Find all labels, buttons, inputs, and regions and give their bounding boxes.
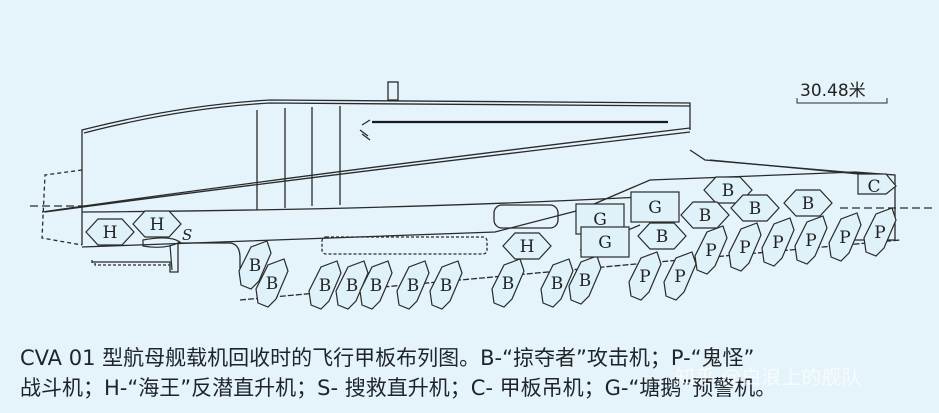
aircraft-outline bbox=[761, 217, 795, 267]
aircraft-c: C bbox=[857, 173, 897, 197]
aircraft-outline bbox=[491, 258, 525, 308]
aircraft-label: P bbox=[739, 238, 750, 258]
aircraft-outline bbox=[255, 258, 289, 308]
rescue-helicopter-label: S bbox=[182, 226, 192, 244]
aircraft-outline bbox=[863, 207, 897, 257]
aircraft-label: P bbox=[639, 267, 650, 287]
aircraft-h: H bbox=[132, 210, 182, 238]
aircraft-outline bbox=[132, 210, 182, 238]
aircraft-label: B bbox=[319, 276, 332, 296]
aircraft-b: B bbox=[308, 260, 342, 310]
aircraft-g: G bbox=[580, 226, 630, 258]
aircraft-label: B bbox=[370, 276, 383, 296]
aircraft-outline bbox=[828, 212, 862, 262]
aircraft-b: B bbox=[255, 258, 289, 308]
aircraft-p: P bbox=[828, 212, 862, 262]
aircraft-b: B bbox=[429, 260, 463, 310]
aircraft-outline bbox=[694, 225, 728, 275]
aircraft-p: P bbox=[628, 251, 662, 301]
aircraft-p: P bbox=[794, 215, 828, 265]
aircraft-b: B bbox=[730, 194, 780, 222]
caption-line-2: 战斗机；H-“海王”反潜直升机；S- 搜救直升机；C- 甲板吊机；G-“塘鹅”预… bbox=[20, 376, 777, 400]
aircraft-label: B bbox=[656, 227, 669, 247]
aircraft-b: B bbox=[568, 255, 602, 305]
aircraft-outline bbox=[630, 191, 680, 223]
aircraft-outline bbox=[580, 226, 630, 258]
aircraft-b: B bbox=[491, 258, 525, 308]
aircraft-h: H bbox=[85, 218, 135, 246]
aircraft-outline bbox=[396, 260, 430, 310]
scale-bar-label: 30.48米 bbox=[800, 81, 866, 101]
aircraft-label: C bbox=[867, 177, 880, 197]
aircraft-label: H bbox=[520, 237, 535, 257]
aircraft-outline bbox=[540, 258, 574, 308]
aircraft-outline bbox=[680, 201, 730, 229]
aircraft-b: B bbox=[396, 260, 430, 310]
aircraft-outline bbox=[728, 222, 762, 272]
aircraft-outline bbox=[637, 222, 687, 250]
aircraft-p: P bbox=[694, 225, 728, 275]
aircraft-outline bbox=[794, 215, 828, 265]
aircraft-outline bbox=[238, 240, 272, 290]
aircraft-outline bbox=[359, 260, 393, 310]
caption-line-1: CVA 01 型航母舰载机回收时的飞行甲板布列图。B-“掠夺者”攻击机；P-“鬼… bbox=[20, 346, 755, 370]
aircraft-label: B bbox=[722, 181, 735, 201]
aircraft-label: B bbox=[502, 274, 515, 294]
aircraft-outline bbox=[663, 251, 697, 301]
aircraft-label: H bbox=[103, 223, 118, 243]
aircraft-label: P bbox=[839, 228, 850, 248]
aircraft-outline bbox=[429, 260, 463, 310]
aircraft-label: B bbox=[346, 276, 359, 296]
aircraft-label: B bbox=[579, 271, 592, 291]
aircraft-b: B bbox=[359, 260, 393, 310]
aircraft-label: B bbox=[699, 206, 712, 226]
aircraft-h: H bbox=[502, 232, 552, 260]
aircraft-label: P bbox=[772, 233, 783, 253]
aircraft-label: B bbox=[749, 199, 762, 219]
aircraft-outline bbox=[730, 194, 780, 222]
aircraft-p: P bbox=[728, 222, 762, 272]
aircraft-outline bbox=[568, 255, 602, 305]
aircraft-b: B bbox=[783, 189, 833, 217]
aircraft-b: B bbox=[637, 222, 687, 250]
aircraft-label: P bbox=[674, 267, 685, 287]
aircraft-p: P bbox=[761, 217, 795, 267]
rescue-helicopter bbox=[142, 237, 182, 271]
aircraft-label: B bbox=[551, 274, 564, 294]
aircraft-outline bbox=[502, 232, 552, 260]
aircraft-p: P bbox=[663, 251, 697, 301]
aircraft-outline bbox=[857, 173, 897, 195]
watermark: 知乎 @白浪上的舰队 bbox=[675, 365, 862, 389]
aircraft-label: B bbox=[407, 276, 420, 296]
aircraft-b: B bbox=[335, 260, 369, 310]
aircraft-label: P bbox=[805, 231, 816, 251]
aircraft-b: B bbox=[680, 201, 730, 229]
aircraft-label: G bbox=[648, 198, 662, 218]
aircraft-label: P bbox=[705, 241, 716, 261]
aircraft-label: P bbox=[874, 223, 885, 243]
aircraft-g: G bbox=[630, 191, 680, 223]
figure-caption: CVA 01 型航母舰载机回收时的飞行甲板布列图。B-“掠夺者”攻击机；P-“鬼… bbox=[20, 343, 930, 403]
aircraft-b: B bbox=[540, 258, 574, 308]
aircraft-outline bbox=[335, 260, 369, 310]
aircraft-label: B bbox=[440, 276, 453, 296]
aircraft-outline bbox=[628, 251, 662, 301]
aircraft-p: P bbox=[863, 207, 897, 257]
aircraft-label: B bbox=[266, 274, 279, 294]
aircraft-label: B bbox=[249, 256, 262, 276]
aircraft-outline bbox=[308, 260, 342, 310]
aircraft-label: G bbox=[593, 210, 607, 230]
aircraft-b: B bbox=[238, 240, 272, 290]
aircraft-label: G bbox=[598, 233, 612, 253]
aircraft-label: H bbox=[150, 215, 165, 235]
aircraft-outline bbox=[783, 189, 833, 217]
aircraft-outline bbox=[85, 218, 135, 246]
aircraft-label: B bbox=[802, 194, 815, 214]
